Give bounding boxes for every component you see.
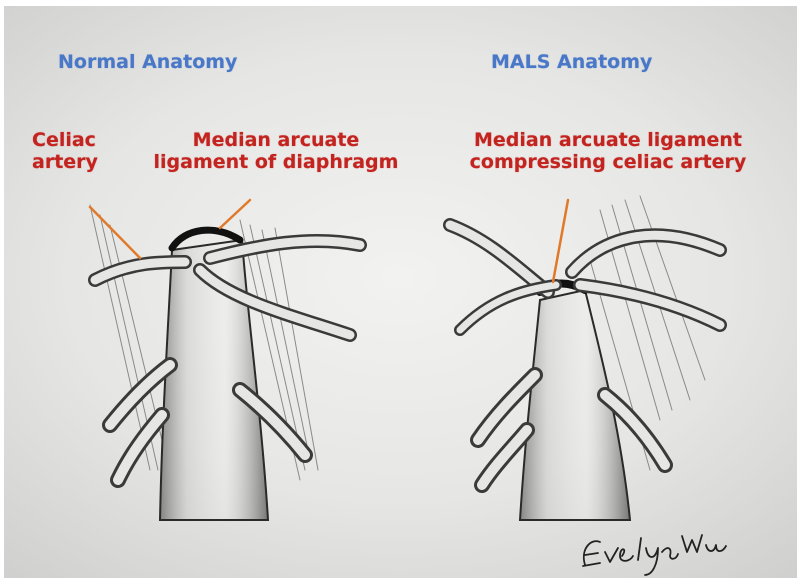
ligament-mals-label-line2: compressing celiac artery: [448, 152, 768, 174]
celiac-artery-label-line2: artery: [32, 152, 98, 174]
celiac-artery-label: Celiac artery: [32, 130, 98, 174]
artist-signature: [583, 535, 726, 575]
celiac-artery-label-line1: Celiac: [32, 130, 98, 152]
ligament-normal-label-line2: ligament of diaphragm: [136, 152, 416, 174]
leader-line-ligament-normal: [220, 200, 250, 228]
median-arcuate-ligament-mals-label: Median arcuate ligament compressing celi…: [448, 130, 768, 174]
mals-anatomy-title: MALS Anatomy: [491, 52, 652, 74]
normal-anatomy-sketch: [90, 205, 360, 520]
normal-anatomy-title: Normal Anatomy: [58, 52, 237, 74]
ligament-normal-label-line1: Median arcuate: [136, 130, 416, 152]
median-arcuate-ligament-normal-label: Median arcuate ligament of diaphragm: [136, 130, 416, 174]
mals-anatomy-sketch: [450, 196, 720, 520]
ligament-mals-label-line1: Median arcuate ligament: [448, 130, 768, 152]
leader-line-celiac: [90, 207, 140, 258]
